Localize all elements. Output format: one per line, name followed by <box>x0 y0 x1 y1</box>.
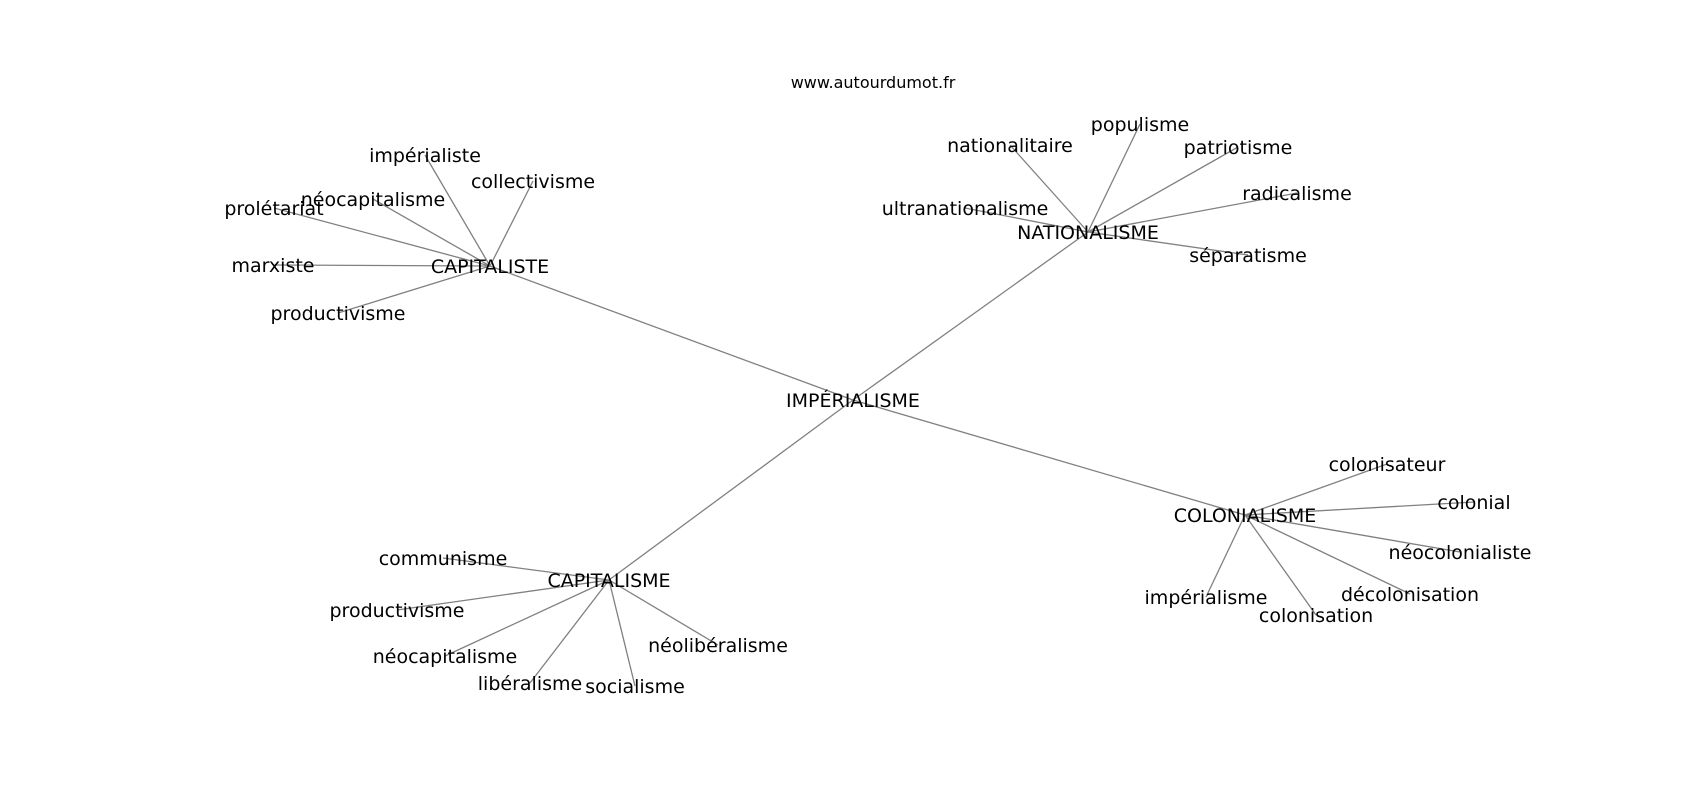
edge-capitaliste-neocapitalisme <box>372 198 491 267</box>
edge-capitaliste-imperialiste <box>424 154 491 267</box>
word-node-separatisme: séparatisme <box>1189 245 1307 267</box>
word-node-ultranationalisme: ultranationalisme <box>882 198 1049 220</box>
edge-capitalisme-productivisme <box>396 579 610 611</box>
word-node-neocolonialiste: néocolonialiste <box>1389 542 1532 564</box>
graph-labels: IMPÉRIALISME CAPITALISTE impérialiste colle… <box>224 114 1531 698</box>
edge-colonialisme-imperialisme <box>1205 514 1246 598</box>
edge-nationalisme-ultranationalisme <box>964 207 1089 233</box>
edge-capitalisme-communisme <box>442 557 610 581</box>
word-node-populisme: populisme <box>1091 114 1189 136</box>
word-node-decolonisation: décolonisation <box>1341 584 1479 606</box>
word-node-liberalisme: libéralisme <box>478 673 582 695</box>
edge-colonialisme-decolonisation <box>1244 514 1411 595</box>
edge-colonialisme-colonisateur <box>1244 463 1388 516</box>
edge-capitalisme-socialisme <box>608 579 636 687</box>
hub-node-capitaliste: CAPITALISTE <box>431 256 549 278</box>
word-node-patriotisme: patriotisme <box>1184 137 1293 159</box>
word-node-socialisme: socialisme <box>585 676 685 698</box>
word-node-imperialisme: impérialisme <box>1145 587 1268 609</box>
word-node-colonial: colonial <box>1437 492 1510 514</box>
word-node-neoliberalisme: néolibéralisme <box>648 635 788 657</box>
edge-center-nationalisme <box>852 231 1089 401</box>
word-node-neocapitalisme: néocapitalisme <box>301 189 446 211</box>
word-node-radicalisme: radicalisme <box>1242 183 1352 205</box>
word-node-neocapitalisme: néocapitalisme <box>373 646 518 668</box>
edge-capitalisme-neoliberalisme <box>608 579 719 646</box>
word-node-marxiste: marxiste <box>231 255 314 277</box>
edge-nationalisme-separatisme <box>1087 231 1249 256</box>
word-node-colonisation: colonisation <box>1259 605 1373 627</box>
edge-nationalisme-radicalisme <box>1087 192 1298 233</box>
edge-capitaliste-productivisme <box>337 265 491 314</box>
edge-capitaliste-proletariat <box>273 207 491 267</box>
word-node-collectivisme: collectivisme <box>471 171 595 193</box>
source-url: www.autourdumot.fr <box>791 73 956 92</box>
word-node-productivisme: productivisme <box>330 600 465 622</box>
edge-center-capitaliste <box>489 265 854 401</box>
edge-colonialisme-colonial <box>1244 501 1475 516</box>
edge-center-colonialisme <box>852 399 1246 516</box>
word-node-colonisateur: colonisateur <box>1329 454 1446 476</box>
edge-nationalisme-nationalitaire <box>1009 144 1089 233</box>
edge-capitalisme-neocapitalisme <box>444 579 610 657</box>
center-node-label: IMPÉRIALISME <box>786 389 920 412</box>
word-node-productivisme: productivisme <box>271 303 406 325</box>
edge-nationalisme-patriotisme <box>1087 146 1239 233</box>
edge-capitalisme-liberalisme <box>529 579 610 684</box>
edge-capitaliste-collectivisme <box>489 180 534 267</box>
graph-edges <box>272 123 1475 687</box>
hub-node-nationalisme: NATIONALISME <box>1017 222 1159 244</box>
hub-node-colonialisme: COLONIALISME <box>1174 505 1317 527</box>
edge-capitaliste-marxiste <box>272 264 491 267</box>
edge-center-capitalisme <box>608 399 854 581</box>
hub-node-capitalisme: CAPITALISME <box>547 570 670 592</box>
word-node-communisme: communisme <box>379 548 508 570</box>
word-node-imperialiste: impérialiste <box>369 145 481 167</box>
edge-nationalisme-populisme <box>1087 123 1141 233</box>
word-node-proletariat: prolétariat <box>224 198 323 220</box>
edge-colonialisme-colonisation <box>1244 514 1317 616</box>
word-node-nationalitaire: nationalitaire <box>947 135 1073 157</box>
edge-colonialisme-neocolonialiste <box>1244 514 1461 553</box>
